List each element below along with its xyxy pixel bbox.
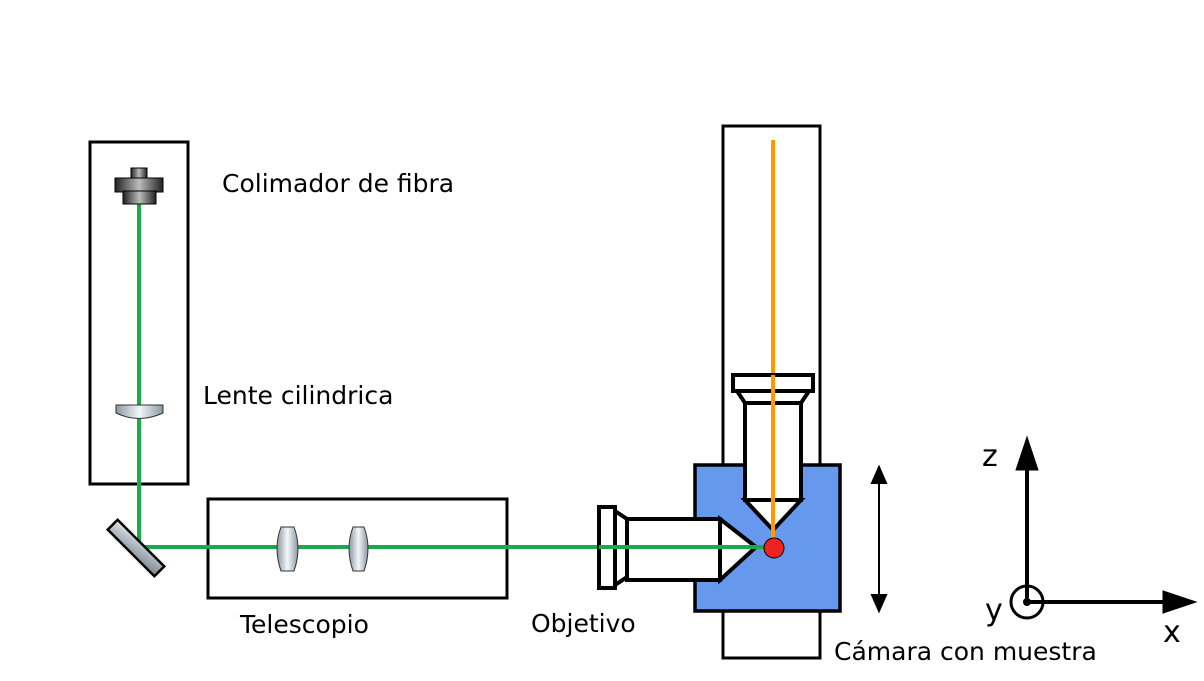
telescope-lens-1 <box>276 526 299 572</box>
coordinate-axes <box>1009 435 1198 620</box>
chamber-frame <box>721 124 822 660</box>
fiber-collimator <box>114 167 164 205</box>
objective-label: Objetivo <box>531 609 636 638</box>
mirror <box>105 517 167 579</box>
cylindrical-lens <box>115 404 164 419</box>
x-axis-label: x <box>1163 615 1181 650</box>
telescope-lens-2 <box>348 526 369 572</box>
illumination-beam <box>137 200 773 549</box>
z-translation-arrow <box>870 464 888 614</box>
sample-point <box>763 537 785 559</box>
z-axis-label: z <box>982 439 998 474</box>
chamber-label: Cámara con muestra <box>834 637 1097 666</box>
y-axis-label: y <box>985 593 1003 628</box>
telescope-label: Telescopio <box>239 610 369 639</box>
cylindrical-lens-label: Lente cilindrica <box>203 381 393 410</box>
collimator-label: Colimador de fibra <box>222 169 454 198</box>
